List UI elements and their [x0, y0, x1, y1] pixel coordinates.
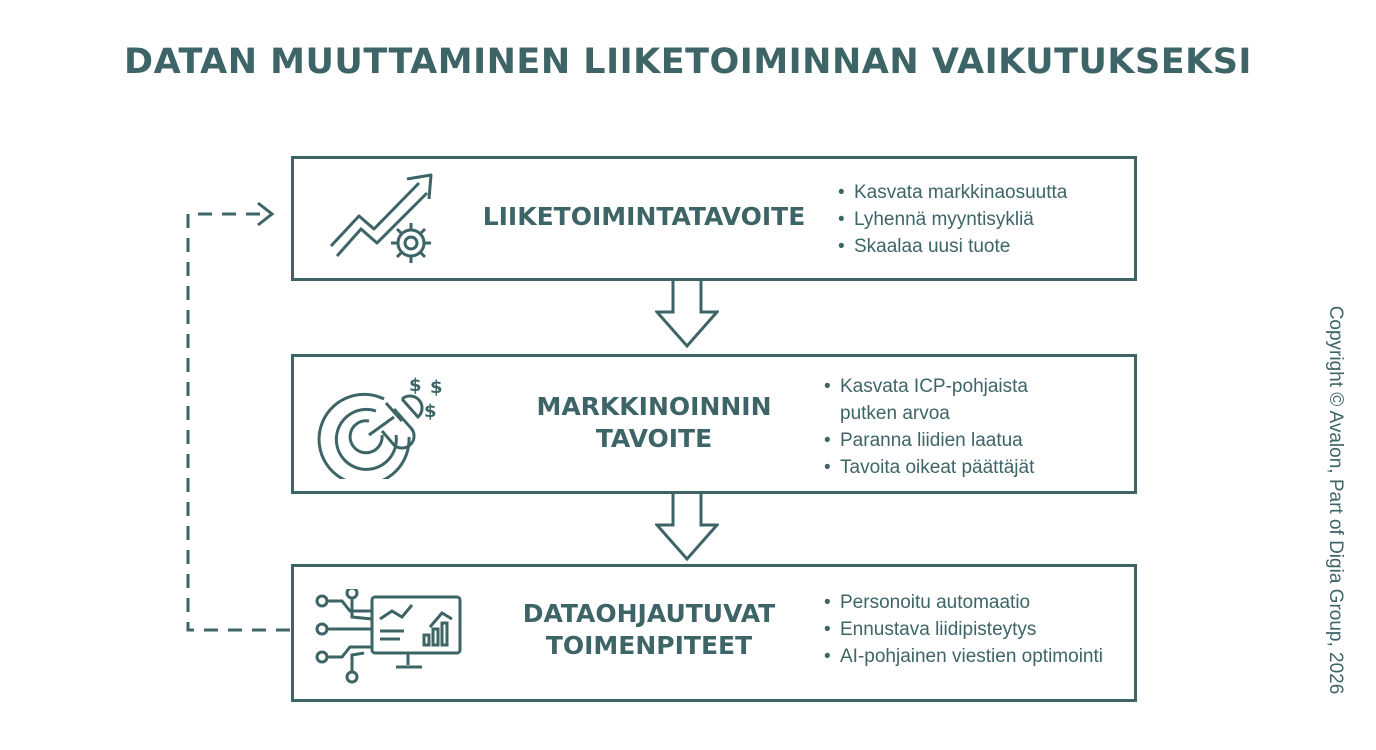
list-item: Paranna liidien laatua [824, 427, 1070, 454]
step-title: MARKKINOINNIN TAVOITE [509, 391, 799, 455]
svg-text:$: $ [424, 401, 437, 422]
step-bullet-list: Kasvata markkinaosuutta Lyhennä myyntisy… [838, 179, 1067, 260]
step-bullet-list: Kasvata ICP-pohjaista putken arvoa Paran… [824, 373, 1070, 481]
step-title-line: TOIMENPITEET [545, 631, 753, 660]
step-data-actions: DATAOHJAUTUVAT TOIMENPITEET Personoitu a… [291, 564, 1137, 702]
list-item: Lyhennä myyntisykliä [838, 206, 1067, 233]
step-title-line: MARKKINOINNIN [536, 392, 772, 421]
page-title: DATAN MUUTTAMINEN LIIKETOIMINNAN VAIKUTU… [124, 42, 1252, 82]
list-item: Ennustava liidipisteytys [824, 616, 1103, 643]
growth-gear-icon [329, 173, 433, 263]
list-item: Kasvata ICP-pohjaista putken arvoa [824, 373, 1070, 427]
step-marketing-goal: $ $ $ MARKKINOINNIN TAVOITE Kasvata ICP-… [291, 354, 1137, 494]
step-bullet-list: Personoitu automaatio Ennustava liidipis… [824, 589, 1103, 670]
svg-text:$: $ [409, 375, 422, 396]
down-arrow-icon [655, 494, 719, 562]
target-magnet-dollar-icon: $ $ $ [317, 375, 443, 479]
data-monitor-circuit-icon [315, 589, 462, 684]
step-business-goal: LIIKETOIMINTATAVOITE Kasvata markkinaosu… [291, 156, 1137, 281]
copyright-notice: Copyright © Avalon, Part of Digia Group,… [1325, 305, 1346, 695]
list-item: Personoitu automaatio [824, 589, 1103, 616]
step-title-line: DATAOHJAUTUVAT [522, 599, 776, 628]
list-item: Kasvata markkinaosuutta [838, 179, 1067, 206]
list-item: Tavoita oikeat päättäjät [824, 454, 1070, 481]
svg-text:$: $ [430, 377, 443, 398]
list-item: Skaalaa uusi tuote [838, 233, 1067, 260]
step-title: LIIKETOIMINTATAVOITE [482, 202, 806, 231]
down-arrow-icon [655, 281, 719, 349]
step-title: DATAOHJAUTUVAT TOIMENPITEET [499, 598, 799, 662]
step-title-line: TAVOITE [595, 424, 713, 453]
list-item: AI-pohjainen viestien optimointi [824, 643, 1103, 670]
